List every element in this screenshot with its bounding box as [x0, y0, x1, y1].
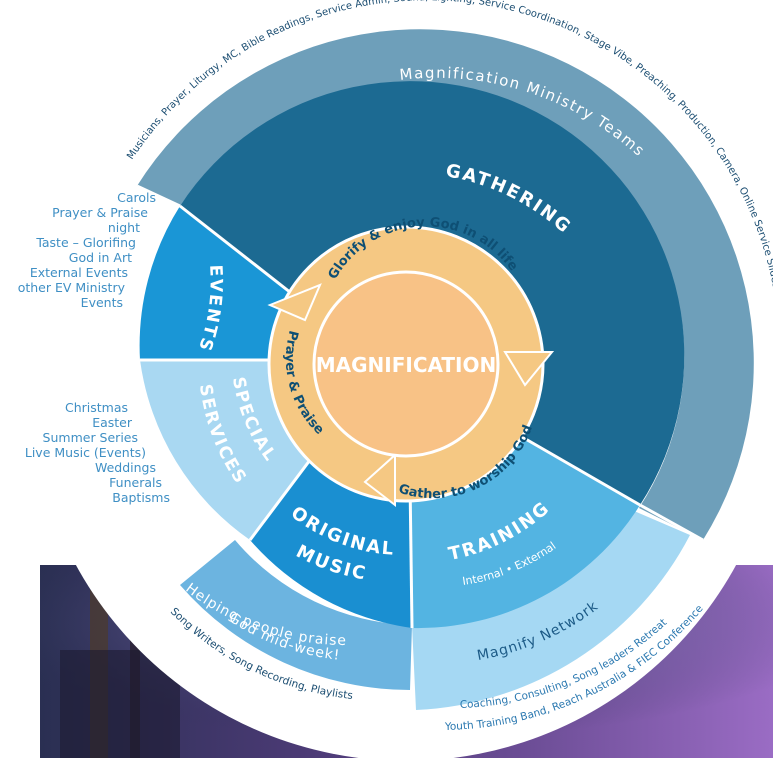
music-outer-band [180, 540, 412, 690]
special-services-list-item: Weddings [94, 460, 156, 475]
cycle-arrow-right [503, 351, 555, 387]
gathering-segment [180, 81, 685, 505]
center-title: MAGNIFICATION [316, 353, 497, 377]
special-services-list: Christmas Easter Summer Series Live Musi… [0, 400, 170, 505]
special-services-list-item: Summer Series [42, 430, 138, 445]
events-list: Carols Prayer & Praise night Taste – Glo… [0, 190, 156, 310]
special-services-list-item: Christmas [64, 400, 128, 415]
events-segment [139, 206, 300, 360]
events-list-item: night [107, 220, 140, 235]
magnify-network-band [412, 505, 690, 710]
events-list-item: Taste – Glorifing [36, 235, 136, 250]
special-services-list-item: Funerals [109, 475, 162, 490]
events-list-item: Prayer & Praise [52, 205, 148, 220]
cycle-arrow-bottom [363, 452, 396, 508]
events-list-item: other EV Ministry [17, 280, 125, 295]
events-list-item: External Events [29, 265, 128, 280]
special-services-list-item: Easter [92, 415, 132, 430]
cycle-arrow-left [267, 283, 322, 322]
events-list-item: Carols [117, 190, 156, 205]
center-circle [312, 270, 500, 458]
special-services-list-item: Live Music (Events) [24, 445, 146, 460]
events-list-item: Events [80, 295, 123, 310]
events-list-item: God in Art [68, 250, 132, 265]
special-services-list-item: Baptisms [112, 490, 170, 505]
ministry-teams-ring [137, 29, 754, 540]
